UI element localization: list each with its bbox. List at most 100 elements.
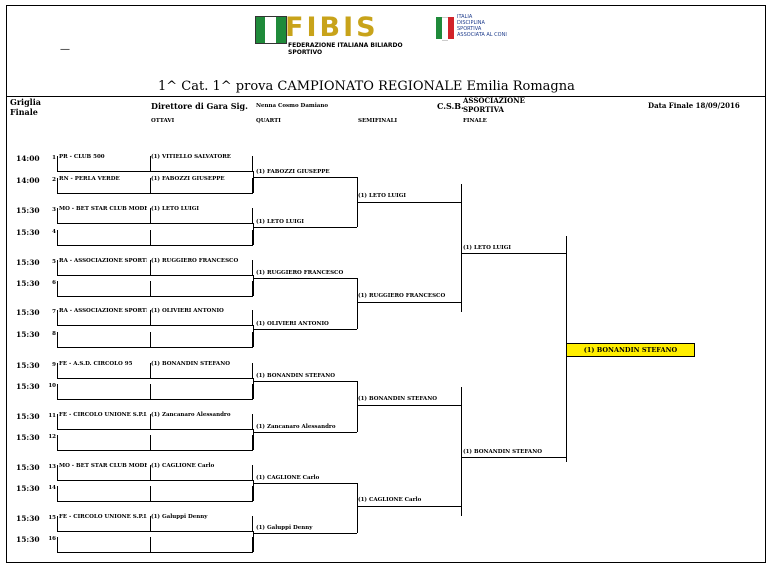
italia-flag-icon xyxy=(432,14,454,42)
ottavi-row xyxy=(57,516,253,532)
ottavi-row xyxy=(57,230,253,246)
quarti-player: (1) BONANDIN STEFANO xyxy=(256,373,336,379)
seed-number: 12 xyxy=(48,434,56,440)
ottavi-row xyxy=(57,310,253,326)
ottavi-connector xyxy=(253,429,254,450)
ottavi-row xyxy=(57,208,253,224)
semifinali-line xyxy=(357,202,461,203)
seed-number: 7 xyxy=(52,309,56,315)
seed-number: 13 xyxy=(48,464,56,470)
seed-number: 15 xyxy=(48,515,56,521)
finale-player: (1) BONANDIN STEFANO xyxy=(463,449,543,455)
ottavi-player: (1) FABOZZI GIUSEPPE xyxy=(151,176,225,182)
quarti-player: (1) CAGLIONE Carlo xyxy=(256,475,320,481)
match-time: 15:30 xyxy=(16,412,40,421)
quarti-line xyxy=(253,278,357,279)
semifinali-player: (1) CAGLIONE Carlo xyxy=(358,497,422,503)
ottavi-row xyxy=(57,178,253,194)
page-frame xyxy=(6,5,766,563)
finale-player: (1) LETO LUIGI xyxy=(463,245,512,251)
ottavi-connector xyxy=(253,171,254,193)
quarti-player: (1) RUGGIERO FRANCESCO xyxy=(256,270,344,276)
match-time: 15:30 xyxy=(16,463,40,472)
ottavi-row xyxy=(57,465,253,481)
ottavi-row xyxy=(57,156,253,172)
club-name: PR - CLUB 500 xyxy=(59,154,105,160)
match-time: 14:00 xyxy=(16,176,40,185)
seed-number: 3 xyxy=(52,207,56,213)
club-name: FE - CIRCOLO UNIONE S.P.I.M. A xyxy=(59,412,147,418)
match-time: 15:30 xyxy=(16,382,40,391)
ottavi-row xyxy=(57,363,253,379)
ottavi-connector xyxy=(253,223,254,245)
club-name: FE - CIRCOLO UNIONE S.P.I.M. A xyxy=(59,514,147,520)
shield-icon xyxy=(255,16,287,44)
col-ottavi: OTTAVI xyxy=(151,118,175,124)
match-time: 15:30 xyxy=(16,206,40,215)
ottavi-connector xyxy=(253,325,254,347)
quarti-line xyxy=(253,329,357,330)
direttore-name: Nenna Cosmo Damiano xyxy=(256,103,329,109)
ottavi-row xyxy=(57,260,253,276)
quarti-line xyxy=(253,227,357,228)
match-time: 15:30 xyxy=(16,484,40,493)
match-time: 15:30 xyxy=(16,308,40,317)
match-time: 15:30 xyxy=(16,279,40,288)
col-quarti: QUARTI xyxy=(256,118,281,124)
semifinali-line xyxy=(357,506,461,507)
page-title: 1^ Cat. 1^ prova CAMPIONATO REGIONALE Em… xyxy=(158,79,575,94)
match-time: 15:30 xyxy=(16,535,40,544)
ottavi-player: (1) LETO LUIGI xyxy=(151,206,200,212)
ottavi-row xyxy=(57,414,253,430)
quarti-line xyxy=(253,381,357,382)
ottavi-row xyxy=(57,486,253,502)
quarti-player: (1) OLIVIERI ANTONIO xyxy=(256,321,329,327)
match-time: 15:30 xyxy=(16,258,40,267)
seed-number: 1 xyxy=(52,155,56,161)
quarti-player: (1) Galuppi Denny xyxy=(256,525,313,531)
seed-number: 11 xyxy=(48,413,56,419)
seed-number: 16 xyxy=(48,536,56,542)
ottavi-row xyxy=(57,332,253,348)
ottavi-player: (1) BONANDIN STEFANO xyxy=(151,361,231,367)
ottavi-connector xyxy=(253,378,254,399)
quarti-player: (1) FABOZZI GIUSEPPE xyxy=(256,169,330,175)
seed-number: 10 xyxy=(48,383,56,389)
match-time: 15:30 xyxy=(16,361,40,370)
match-time: 14:00 xyxy=(16,154,40,163)
quarti-connector xyxy=(357,381,358,432)
ottavi-row xyxy=(57,281,253,297)
quarti-line xyxy=(253,177,357,178)
seed-number: 14 xyxy=(48,485,56,491)
ottavi-row xyxy=(57,537,253,553)
semifinali-line xyxy=(357,302,461,303)
ottavi-player: (1) OLIVIERI ANTONIO xyxy=(151,308,224,314)
club-name: MO - BET STAR CLUB MODENA xyxy=(59,463,147,469)
semifinali-connector xyxy=(461,387,462,516)
club-name: MO - BET STAR CLUB MODENA xyxy=(59,206,147,212)
logo-text: FIBIS xyxy=(285,12,379,43)
winner-box: (1) BONANDIN STEFANO xyxy=(566,343,695,357)
quarti-line xyxy=(253,483,357,484)
col-finale: FINALE xyxy=(463,118,487,124)
ottavi-player: (1) RUGGIERO FRANCESCO xyxy=(151,258,239,264)
semifinali-connector xyxy=(461,184,462,312)
fibis-logo: FIBIS FEDERAZIONE ITALIANA BILIARDO SPOR… xyxy=(255,12,423,56)
semifinali-player: (1) LETO LUIGI xyxy=(358,193,407,199)
ottavi-connector xyxy=(253,275,254,296)
quarti-line xyxy=(253,533,357,534)
ottavi-row xyxy=(57,384,253,400)
match-time: 15:30 xyxy=(16,330,40,339)
direttore-label: Direttore di Gara Sig. xyxy=(151,101,248,111)
ottavi-connector xyxy=(253,531,254,552)
quarti-player: (1) LETO LUIGI xyxy=(256,219,305,225)
quarti-connector xyxy=(357,483,358,533)
seed-number: 8 xyxy=(52,331,56,337)
divider xyxy=(6,96,766,97)
finale-line xyxy=(461,253,566,254)
club-name: FE - A.S.D. CIRCOLO 95 xyxy=(59,361,133,367)
club-name: RA - ASSOCIAZIONE SPORTIVA xyxy=(59,308,147,314)
quarti-line xyxy=(253,432,357,433)
semifinali-player: (1) BONANDIN STEFANO xyxy=(358,396,438,402)
